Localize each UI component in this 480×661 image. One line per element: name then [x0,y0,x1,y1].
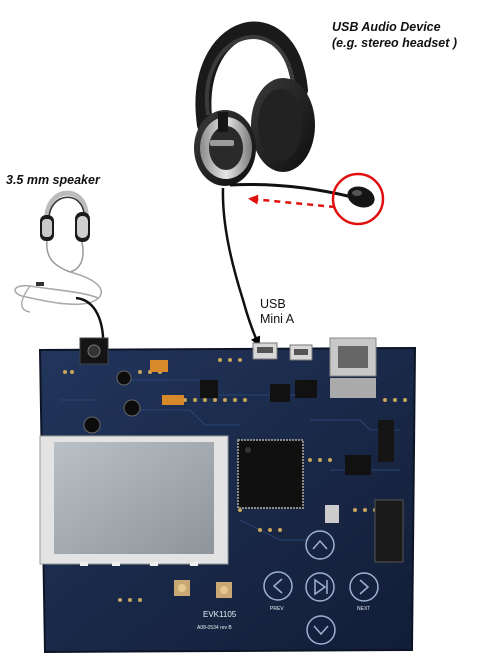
touch-button-play [305,572,335,602]
touch-button-next [349,572,379,602]
usb-label: USB Mini A [260,297,294,327]
board-revision: A08-0534 rev B [197,625,232,631]
usb-label-line2: Mini A [260,312,295,326]
usb-label-line1: USB [260,297,286,311]
speaker-headphones-image [14,190,109,356]
microphone-arrow [248,194,336,209]
speaker-label: 3.5 mm speaker [6,173,100,187]
board-name: EVK1105 [203,610,237,619]
touch-button-up [305,530,335,560]
touch-button-prev [263,571,293,601]
usb-headset-image [194,21,375,347]
headset-label-line2: (e.g. stereo headset ) [332,36,458,50]
touch-label-prev: PREV [270,606,284,612]
touch-button-down [306,615,336,645]
microphone-highlight [331,172,385,226]
headset-label-line1: USB Audio Device [332,20,441,34]
evk1105-board: PREV NEXT EVK1105 A08-0534 rev B [38,337,417,654]
touch-label-next: NEXT [357,606,370,612]
headset-label: USB Audio Device (e.g. stereo headset ) [332,19,457,51]
